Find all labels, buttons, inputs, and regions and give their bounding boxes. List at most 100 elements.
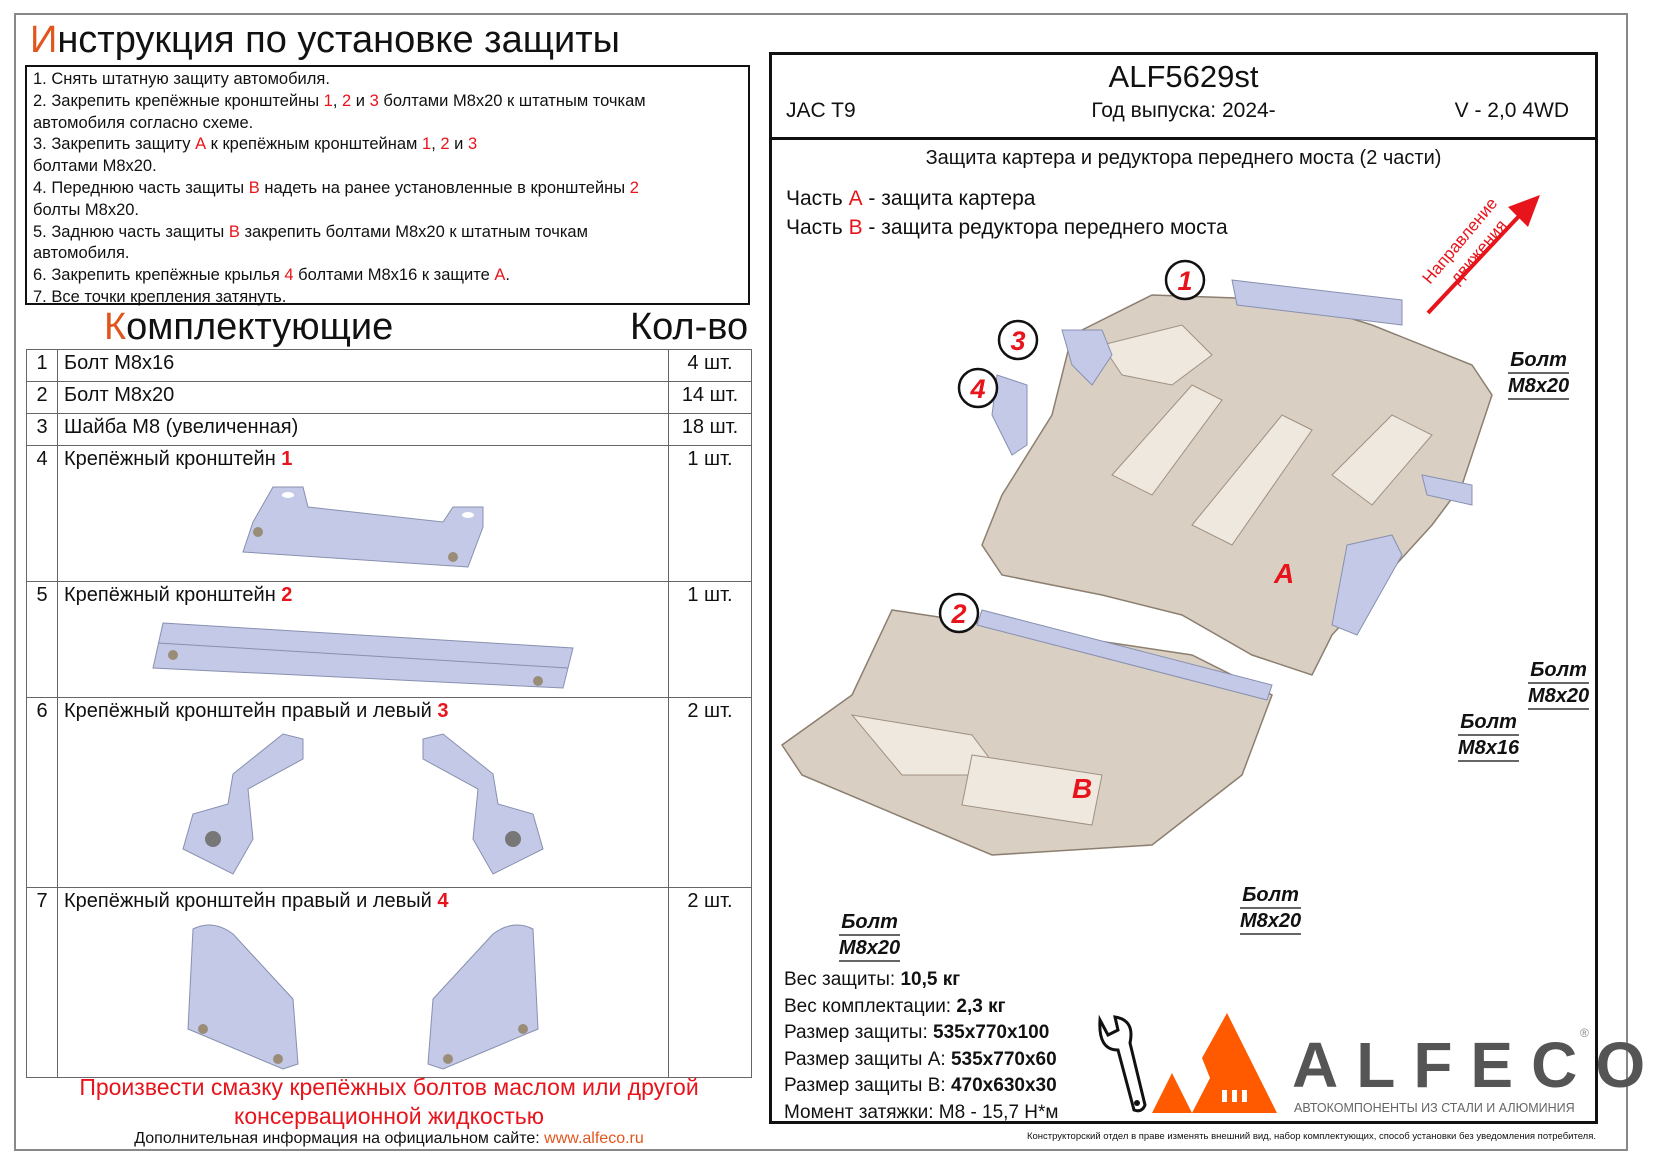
table-row: 6 Крепёжный кронштейн правый и левый 3 2… (26, 697, 752, 888)
item-qty: 2 шт. (668, 697, 752, 888)
spec-line: Размер защиты А: 535x770x60 (784, 1048, 1057, 1070)
kit-table: 1 Болт М8х16 4 шт. 2 Болт М8х20 14 шт. 3… (26, 349, 752, 1078)
instruction-line: болты М8х20. (33, 200, 140, 219)
page-frame (14, 13, 1628, 1151)
kit-title: Комплектующие (104, 306, 394, 348)
site-link[interactable]: www.alfeco.ru (544, 1130, 644, 1147)
table-row: 2 Болт М8х20 14 шт. (26, 381, 752, 414)
svg-text:1: 1 (1177, 266, 1192, 296)
item-number: 5 (26, 581, 58, 698)
spec-line: Размер защиты В: 470x630x30 (784, 1075, 1057, 1096)
qty-header: Кол-во (630, 306, 749, 348)
item-qty: 4 шт. (668, 349, 752, 382)
wrench-icon (1098, 1014, 1147, 1113)
item-qty: 18 шт. (668, 413, 752, 446)
instruction-line: 7. Все точки крепления затянуть. (33, 287, 287, 306)
bracket-2-image (152, 622, 574, 689)
instruction-line: 2. Закрепить крепёжные кронштейны 1, 2 и… (33, 91, 646, 110)
skid-plate-b (780, 609, 1273, 856)
instruction-line: 3. Закрепить защиту А к крепёжным кроншт… (33, 135, 478, 154)
marker-2: 2 (938, 592, 980, 634)
instruction-line: болтами М8х20. (33, 157, 157, 176)
site-info: Дополнительная информация на официальном… (134, 1130, 644, 1147)
item-name: Крепёжный кронштейн правый и левый (64, 890, 438, 912)
item-qty: 1 шт. (668, 581, 752, 698)
table-row: 7 Крепёжный кронштейн правый и левый 4 2… (26, 887, 752, 1078)
item-cell: Крепёжный кронштейн правый и левый 3 (57, 697, 669, 888)
svg-text:3: 3 (1010, 326, 1025, 356)
item-mark: 2 (281, 584, 293, 606)
alfeco-logo-icon (1152, 1013, 1277, 1113)
item-name: Крепёжный кронштейн (64, 584, 282, 606)
item-number: 2 (26, 381, 58, 414)
item-number: 3 (26, 413, 58, 446)
spec-line: Вес защиты: 10,5 кг (784, 969, 961, 990)
bracket-3 (1061, 329, 1113, 386)
item-number: 6 (26, 697, 58, 888)
alfeco-logo: ALFECO ® АВТОКОМПОНЕНТЫ ИЗ СТАЛИ И АЛЮМИ… (1152, 1008, 1645, 1118)
car-model: JAC T9 (786, 99, 856, 122)
bracket-2 (976, 609, 1273, 701)
item-number: 4 (26, 445, 58, 582)
skid-plate-a (981, 294, 1493, 676)
marker-4: 4 (957, 367, 999, 409)
item-mark: 1 (281, 448, 293, 470)
item-number: 1 (26, 349, 58, 382)
item-name: Шайба М8 (увеличенная) (57, 413, 669, 446)
item-name: Крепёжный кронштейн правый и левый (64, 700, 438, 722)
engine-spec: V - 2,0 4WD (1454, 99, 1569, 122)
instruction-line: автомобиля согласно схеме. (33, 113, 254, 132)
spec-line: Момент затяжки: М8 - 15,7 Н*м (784, 1101, 1059, 1123)
marker-1: 1 (1164, 259, 1206, 301)
instruction-line: 6. Закрепить крепёжные крылья 4 болтами … (33, 266, 510, 285)
instruction-line: 1. Снять штатную защиту автомобиля. (33, 70, 330, 88)
item-qty: 1 шт. (668, 445, 752, 582)
part-a-label: A (1273, 558, 1294, 589)
bracket-3-image (182, 733, 544, 875)
direction-arrow-icon: Направление движения (1419, 194, 1540, 315)
spec-line: Вес комплектации: 2,3 кг (784, 995, 1006, 1017)
table-row: 1 Болт М8х16 4 шт. (26, 349, 752, 382)
item-cell: Крепёжный кронштейн правый и левый 4 (57, 887, 669, 1078)
product-header: ALF5629st JAC T9 Год выпуска: 2024- V - … (772, 55, 1595, 140)
bracket-1-image (242, 486, 484, 568)
item-name: Болт М8х20 (57, 381, 669, 414)
part-b-label: B (1072, 773, 1092, 804)
bracket-4 (991, 374, 1028, 456)
item-mark: 3 (437, 700, 449, 722)
svg-text:4: 4 (969, 374, 985, 404)
part-b-desc: Часть В - защита редуктора переднего мос… (786, 216, 1228, 239)
item-cell: Крепёжный кронштейн 2 (57, 581, 669, 698)
bracket-1 (1231, 279, 1403, 326)
item-cell: Крепёжный кронштейн 1 (57, 445, 669, 582)
marker-3: 3 (997, 319, 1039, 361)
disclaimer: Конструкторский отдел в праве изменять в… (1026, 1131, 1596, 1142)
lubrication-notice: Произвести смазку крепёжных болтов масло… (79, 1074, 699, 1129)
model-year: Год выпуска: 2024- (1091, 99, 1276, 122)
product-subtitle: Защита картера и редуктора переднего мос… (925, 147, 1442, 169)
instruction-line: 5. Заднюю часть защиты В закрепить болта… (33, 222, 588, 241)
instruction-line: автомобиля. (33, 244, 130, 263)
item-qty: 2 шт. (668, 887, 752, 1078)
table-row: 5 Крепёжный кронштейн 2 1 шт. (26, 581, 752, 698)
table-row: 4 Крепёжный кронштейн 1 1 шт. (26, 445, 752, 582)
table-row: 3 Шайба М8 (увеличенная) 18 шт. (26, 413, 752, 446)
item-qty: 14 шт. (668, 381, 752, 414)
item-number: 7 (26, 887, 58, 1078)
bracket-4-image (187, 924, 539, 1070)
item-mark: 4 (437, 890, 449, 912)
item-name: Болт М8х16 (57, 349, 669, 382)
part-a-desc: Часть А - защита картера (786, 187, 1036, 210)
svg-text:2: 2 (950, 599, 966, 629)
spec-line: Размер защиты: 535x770x100 (784, 1022, 1050, 1043)
specs-list: Вес защиты: 10,5 кг Вес комплектации: 2,3… (784, 967, 1058, 1126)
instruction-line: 4. Переднюю часть защиты В надеть на ран… (33, 178, 639, 197)
instruction-steps: 1. Снять штатную защиту автомобиля. 2. За… (25, 65, 750, 306)
product-code: ALF5629st (1108, 59, 1259, 94)
page-title: Инструкция по установке защиты (30, 19, 620, 61)
